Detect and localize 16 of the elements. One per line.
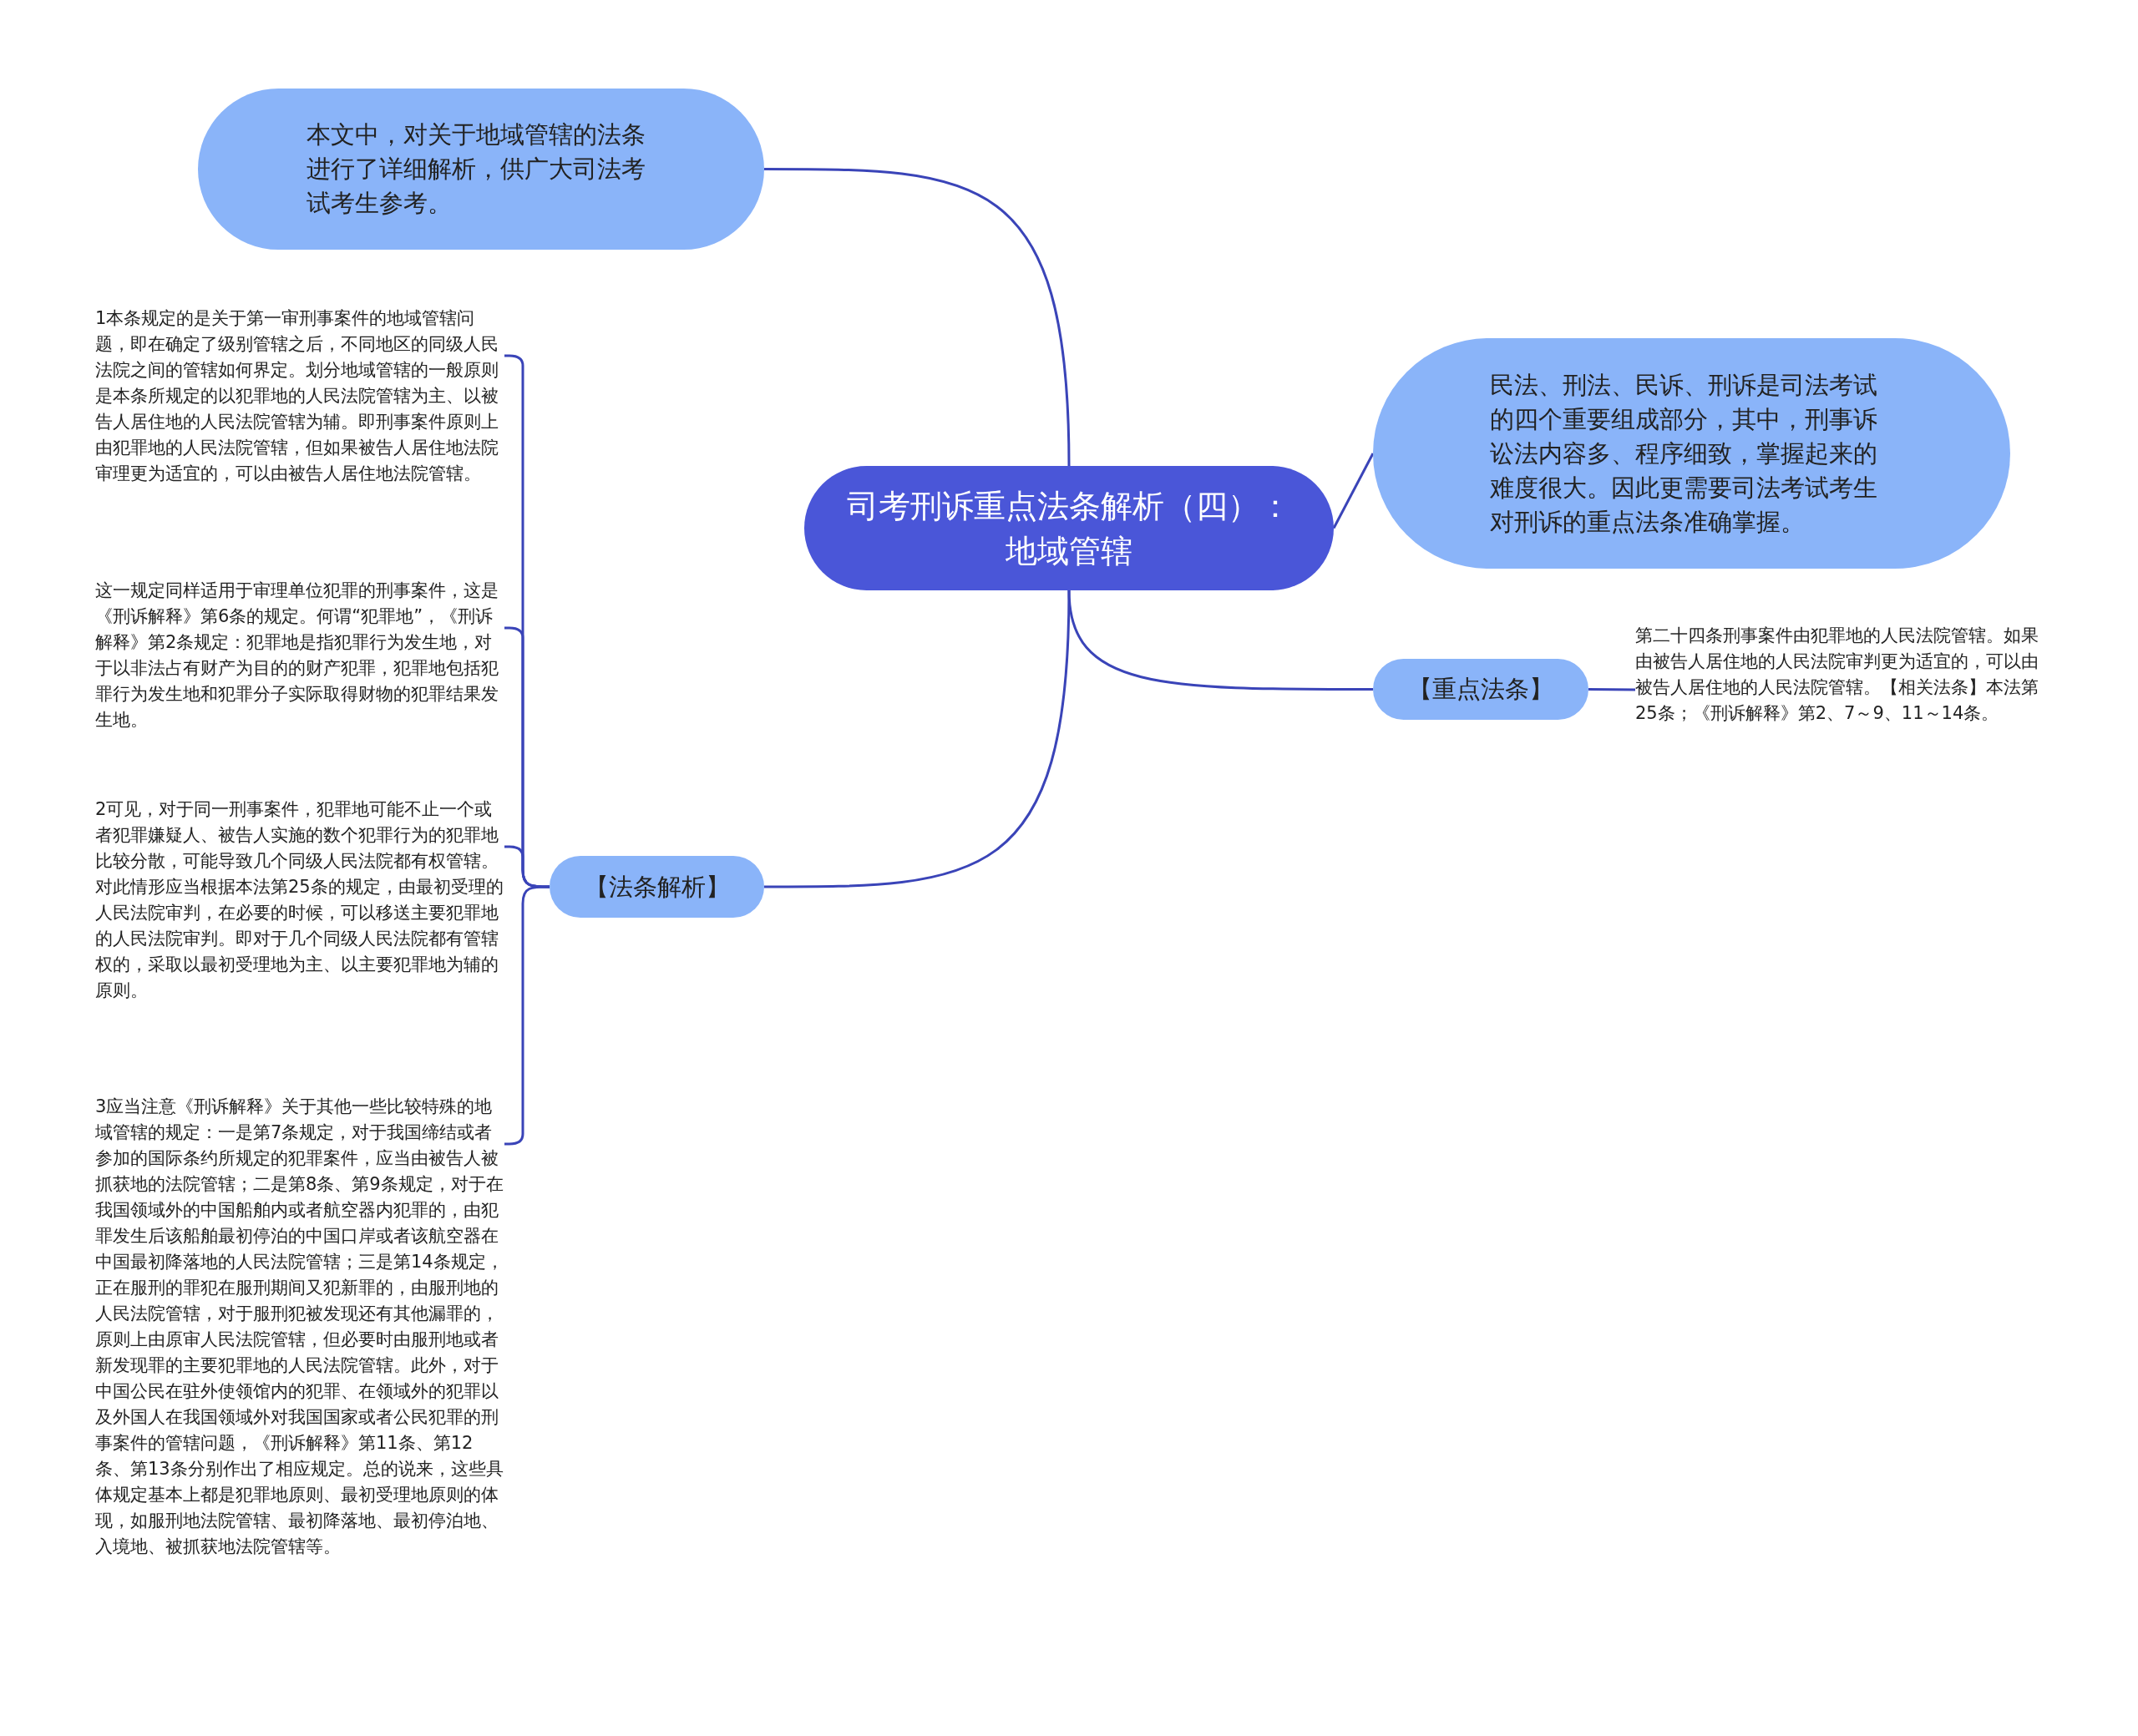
note-text: 这一规定同样适用于审理单位犯罪的刑事案件，这是《刑诉解释》第6条的规定。何谓“犯罪地”，《刑诉解释》第2条规定：犯罪地是指犯罪行为发生地，对于以非法占有财产为目的的财产犯罪，犯罪地包括犯罪行为发生地和犯罪分子实际取得财物的犯罪结果发生地。 — [95, 580, 499, 731]
note-text: 2可见，对于同一刑事案件，犯罪地可能不止一个或者犯罪嫌疑人、被告人实施的数个犯罪行为的犯罪地比较分散，可能导致几个同级人民法院都有权管辖。对此情形应当根据本法第25条的规定，由最初受理的人民法院审判，在必要的时候，可以移送主要犯罪地的人民法院审判。即对于几个同级人民法院都有管辖权的，采取以最初受理地为主、以主要犯罪地为辅的原则。 — [95, 798, 504, 1002]
connector-line — [504, 845, 550, 888]
connector-line — [1067, 590, 1373, 691]
topic-text: 司考刑诉重点法条解析（四）：地域管辖 — [846, 486, 1292, 571]
topic-text: 民法、刑法、民诉、刑诉是司法考试的四个重要组成部分，其中，刑事诉讼法内容多、程序细致，掌握起来的难度很大。因此更需要司法考试考生对刑诉的重点法条准确掌握。 — [1490, 369, 1878, 538]
topic-text: 【重点法条】 — [1408, 674, 1553, 705]
connector-line — [764, 590, 1071, 888]
note-text: 第二十四条刑事案件由犯罪地的人民法院管辖。如果由被告人居住地的人民法院审判更为适宜的，可以由被告人居住地的人民法院管辖。【相关法条】本法第25条；《刑诉解释》第2、7～9、11～14条。 — [1635, 625, 2039, 725]
topic-text: 【法条解析】 — [584, 871, 730, 903]
topic-text: 本文中，对关于地域管辖的法条进行了详细解析，供广大司法考试考生参考。 — [307, 119, 646, 219]
note-text: 3应当注意《刑诉解释》关于其他一些比较特殊的地域管辖的规定：一是第7条规定，对于我国缔结或者参加的国际条约所规定的犯罪案件，应当由被告人被抓获地的法院管辖；二是第8条、第9条规定，对于在我国领域外的中国船舶内或者航空器内犯罪的，由犯罪发生后该船舶最初停泊的中国口岸或者该航空器在中国最初降落地的人民法院管辖；三是第14条规定，正在服刑的罪犯在服刑期间又犯新罪的，由服刑地的人民法院管辖，对于服刑犯被发现还有其他漏罪的，原则上由原审人民法院管辖，但必要时由服刑地或者新发现罪的主要犯罪地的人民法院管辖。此外，对于中国公民在驻外使领馆内的犯罪、在领域外的犯罪以及外国人在我国领域外对我国国家或者公民犯罪的刑事案件的管辖问题，《刑诉解释》第11条、第12条、第13条分别作出了相应规定。总的说来，这些具体规定基本上都是犯罪地原则、最初受理地原则的体现，如服刑地法院管辖、最初降落地、最初停泊地、入境地、被抓获地法院管辖等。 — [95, 1096, 504, 1558]
connector-line — [1332, 453, 1375, 529]
connector-line — [764, 168, 1071, 467]
note-text: 1本条规定的是关于第一审刑事案件的地域管辖问题，即在确定了级别管辖之后，不同地区的同级人民法院之间的管辖如何界定。划分地域管辖的一般原则是本条所规定的以犯罪地的人民法院管辖为主、以被告人居住地的人民法院管辖为辅。即刑事案件原则上由犯罪地的人民法院管辖，但如果被告人居住地法院审理更为适宜的，可以由被告人居住地法院管辖。 — [95, 307, 499, 485]
connector-line — [1588, 688, 1635, 691]
